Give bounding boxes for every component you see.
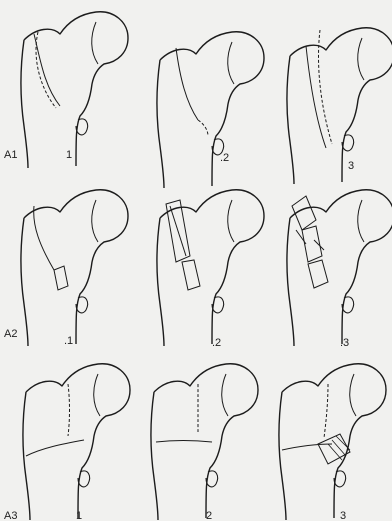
panel-a2-2 [157,190,264,346]
panel-number: 3 [340,510,346,521]
panel-a3-1 [23,364,130,520]
row-label-a2: A2 [4,328,17,340]
panel-number: 1 [76,510,82,521]
panel-a3-3 [279,364,386,520]
panel-number: .2 [220,152,229,164]
panel-number: 2 [206,510,212,521]
panel-a1-3 [287,28,392,184]
panel-a1-1 [21,12,128,168]
panel-a3-2 [151,364,258,520]
row-label-a3: A3 [4,510,17,521]
panel-number: .3 [340,337,349,349]
panel-number: .1 [64,335,73,347]
panel-number: 3 [348,160,354,172]
panel-a2-1 [21,190,128,346]
panel-a1-2 [157,32,264,188]
panel-number: .2 [212,337,221,349]
panel-a2-3 [287,190,392,346]
row-label-a1: A1 [4,149,17,161]
panel-number: 1 [66,149,72,161]
